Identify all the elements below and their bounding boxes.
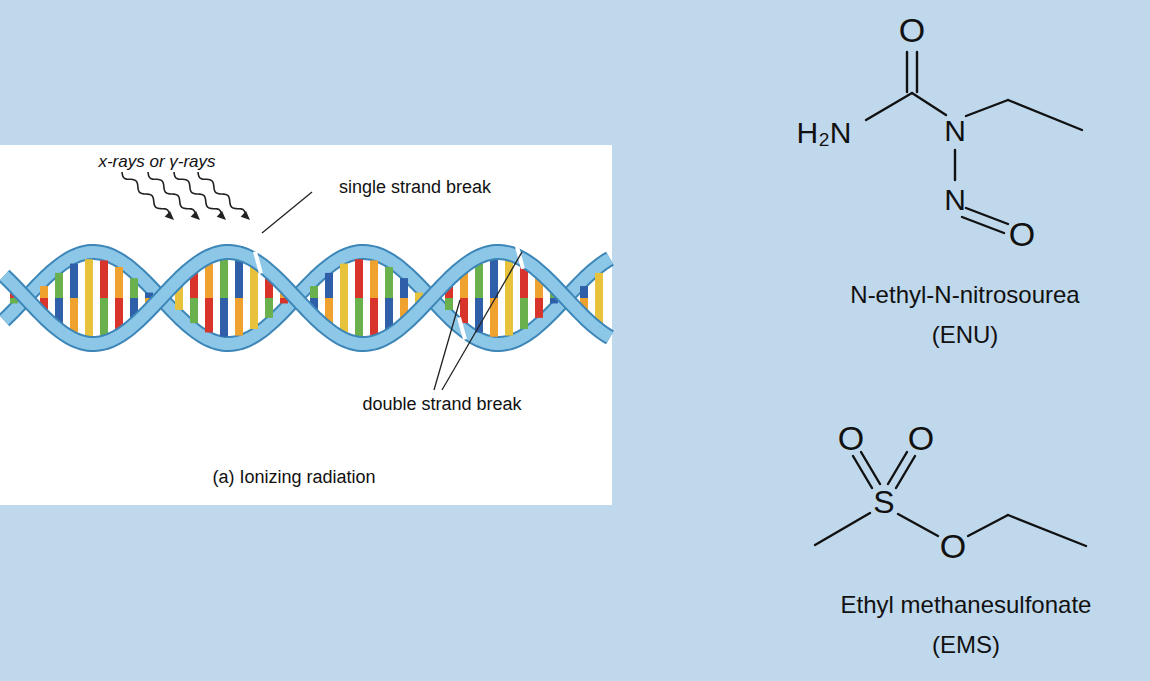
base-pair (355, 259, 363, 298)
base-pair (220, 259, 228, 298)
bond (954, 150, 956, 180)
arrowhead (217, 211, 226, 220)
ray (122, 172, 170, 216)
atom-label: O (1009, 217, 1035, 251)
bond (853, 456, 872, 488)
bond (898, 514, 938, 536)
bond (866, 93, 912, 120)
base-pair (520, 298, 528, 329)
base-pair (490, 259, 498, 298)
bond (896, 456, 915, 488)
base-pair (265, 298, 273, 318)
ray (198, 172, 246, 216)
bond (815, 513, 870, 545)
leader-line (262, 192, 312, 233)
strand-break (255, 252, 261, 274)
base-pair (505, 298, 513, 336)
ray (174, 172, 222, 216)
base-pair (55, 273, 63, 298)
atom-label: O (838, 421, 864, 455)
base-pair (250, 298, 258, 329)
figure-caption: (a) Ionizing radiation (212, 468, 375, 486)
atom-label: H₂N (797, 118, 852, 148)
bond (1008, 100, 1082, 130)
base-pair (475, 264, 483, 298)
ray (148, 172, 196, 216)
strand-break (517, 247, 523, 269)
leader-line (434, 300, 460, 390)
base-pair (370, 260, 378, 298)
atom-label: O (899, 13, 925, 47)
base-pair (580, 286, 588, 298)
compound-abbreviation: (ENU) (932, 323, 999, 347)
callout-label: double strand break (362, 395, 521, 413)
bond (916, 52, 918, 92)
arrowhead (241, 211, 250, 220)
base-pair (325, 273, 333, 298)
atom-label: N (944, 116, 966, 146)
base-pair (595, 273, 603, 298)
base-pair (370, 298, 378, 336)
base-pair (490, 298, 498, 337)
base-pair (340, 298, 348, 332)
bond (966, 100, 1008, 116)
leader-lines (262, 192, 522, 390)
base-pair (115, 267, 123, 298)
base-pair (520, 267, 528, 298)
atom-label: O (908, 421, 934, 455)
arrowhead (165, 211, 174, 220)
bond (1008, 515, 1086, 546)
figure-panel (0, 145, 612, 505)
base-pair (130, 278, 138, 298)
base-pair (220, 298, 228, 337)
bond (861, 452, 880, 484)
base-pair (70, 264, 78, 298)
base-pair (235, 298, 243, 336)
bond (962, 217, 1004, 233)
compound-name: Ethyl methanesulfonate (841, 593, 1092, 617)
base-pair (535, 298, 543, 318)
base-pair (445, 298, 453, 310)
atom-label: N (944, 185, 966, 215)
base-pair (115, 298, 123, 329)
base-pair (100, 298, 108, 336)
radiation-arrows (122, 172, 250, 220)
base-pair (400, 278, 408, 298)
base-pair (85, 259, 93, 298)
dna-helix (4, 247, 610, 344)
dna-backbone (4, 252, 610, 344)
base-pair (205, 264, 213, 298)
base-pair (190, 298, 198, 323)
base-pair (100, 260, 108, 298)
base-pair (205, 298, 213, 332)
base-pair (340, 264, 348, 298)
leader-line (442, 252, 522, 390)
compound-abbreviation: (EMS) (932, 633, 1000, 657)
bond (906, 52, 908, 92)
base-pair (385, 267, 393, 298)
base-pair (355, 298, 363, 337)
base-pair (70, 298, 78, 332)
bond (912, 93, 946, 115)
dna-backbone (4, 252, 610, 344)
enu-bonds (866, 52, 1082, 233)
callout-label: single strand break (339, 178, 491, 196)
atom-label: S (873, 486, 894, 518)
base-pair (40, 286, 48, 298)
compound-name: N-ethyl-N-nitrosourea (850, 283, 1079, 307)
base-pair (310, 286, 318, 298)
bond (968, 515, 1008, 536)
base-pair (175, 298, 183, 310)
base-pair (385, 298, 393, 329)
bond (888, 452, 907, 484)
base-pair (85, 298, 93, 337)
axis-label: x-rays or γ-rays (98, 153, 215, 170)
strand-break (459, 318, 465, 340)
dna-backbone (4, 252, 610, 344)
base-pair (250, 267, 258, 298)
atom-label: O (940, 529, 966, 563)
dna-backbone (4, 252, 610, 344)
arrowhead (191, 211, 200, 220)
base-pair (235, 260, 243, 298)
